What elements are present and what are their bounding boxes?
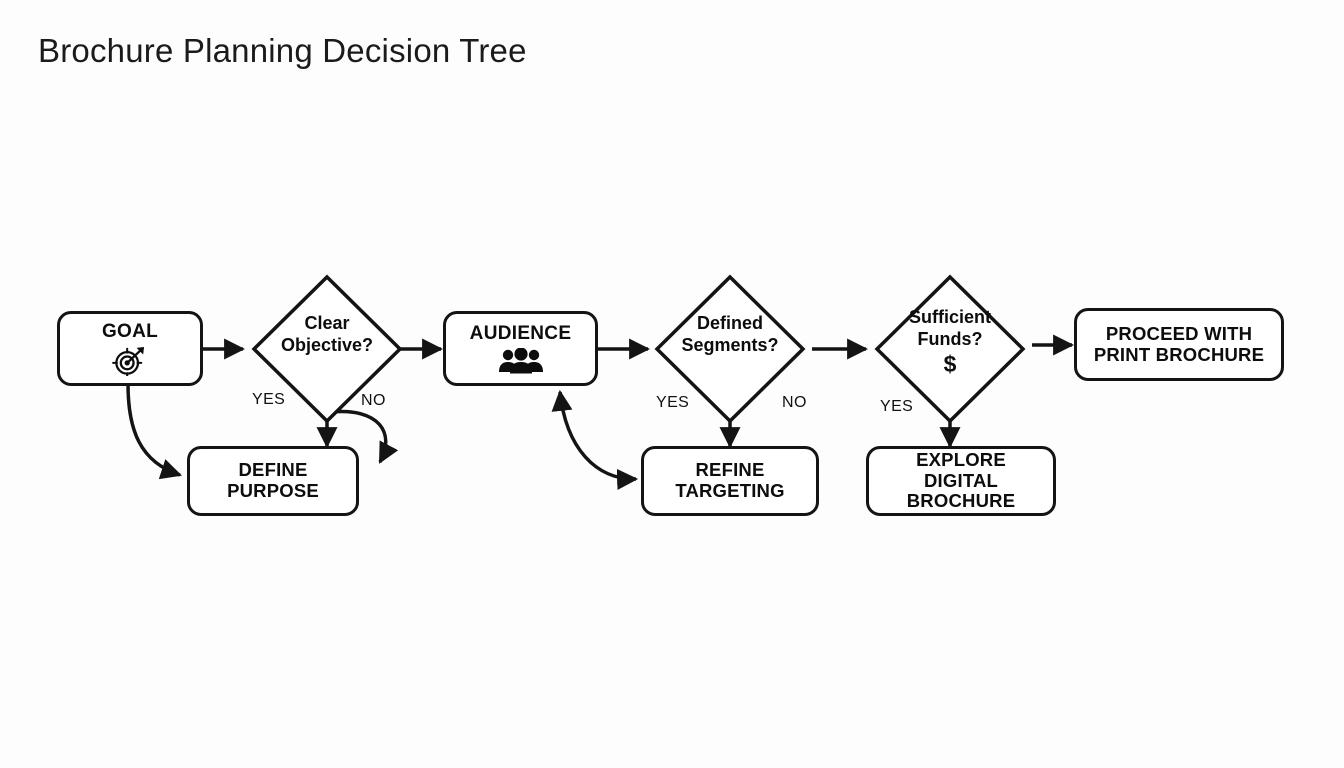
edge-label-funds-yes: YES [880,398,914,415]
node-goal[interactable]: GOAL [57,311,203,386]
edge-label-objective-yes: YES [252,391,286,408]
edge-objective-no-to-define-purpose-curve [331,409,399,464]
explore-digital-line1: EXPLORE DIGITAL [916,448,1006,491]
node-explore-digital-brochure[interactable]: EXPLORE DIGITAL BROCHURE [866,446,1056,516]
refine-targeting-line1: REFINE [695,459,765,481]
people-group-icon [498,347,544,374]
diamond-defined-segments [654,274,806,424]
refine-targeting-line2: TARGETING [675,480,785,501]
edge-label-segments-yes: YES [656,394,690,411]
node-refine-targeting[interactable]: REFINE TARGETING [641,446,819,516]
page-title: Brochure Planning Decision Tree [38,32,527,69]
edge-goal-to-define-purpose-curve [126,383,182,480]
edge-label-segments-no: NO [782,394,807,411]
proceed-print-line1: PROCEED WITH [1105,322,1253,344]
node-define-purpose[interactable]: DEFINE PURPOSE [187,446,359,516]
node-goal-label: GOAL [101,321,159,343]
define-purpose-line1: DEFINE [238,459,308,481]
target-dartboard-icon [110,346,150,378]
edge-label-objective-no: NO [361,392,386,409]
explore-digital-line2: BROCHURE [906,490,1016,512]
node-audience[interactable]: AUDIENCE [443,311,598,386]
edge-refine-targeting-back-to-audience-curve [551,389,639,490]
node-proceed-print-brochure[interactable]: PROCEED WITH PRINT BROCHURE [1074,308,1284,381]
node-audience-label: AUDIENCE [469,323,572,345]
diamond-clear-objective [251,274,403,424]
define-purpose-line2: PURPOSE [227,480,319,501]
proceed-print-line2: PRINT BROCHURE [1093,343,1265,365]
diamond-sufficient-funds [874,274,1026,424]
